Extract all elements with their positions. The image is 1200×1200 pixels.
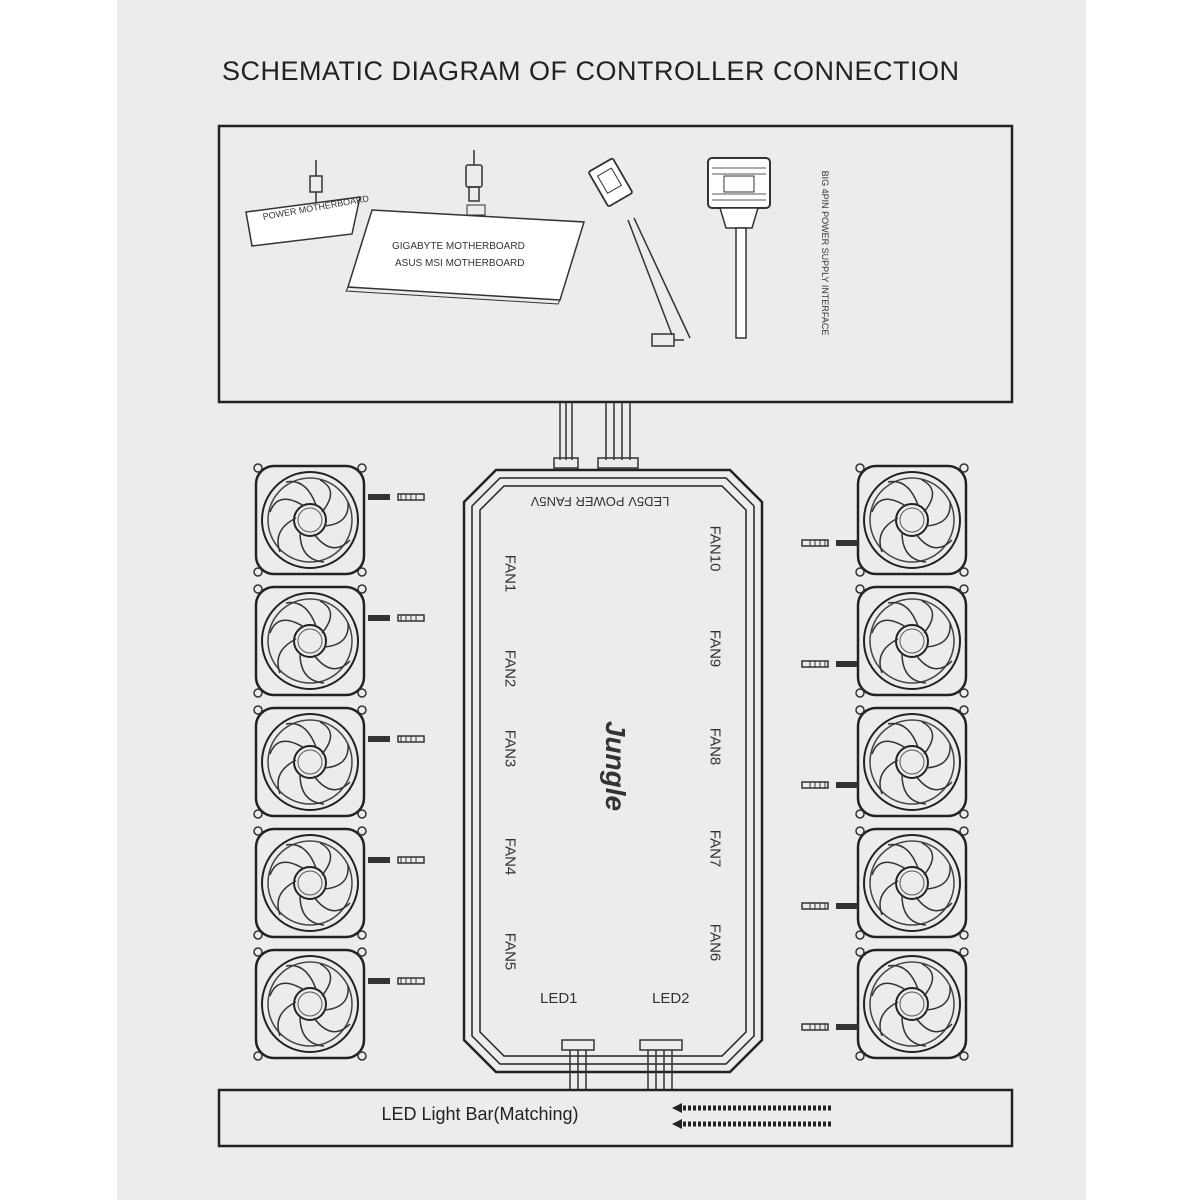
brand-logo: Jungle: [600, 720, 631, 812]
background-panel: [117, 0, 1086, 1200]
fan-port-label-1: FAN1: [501, 554, 519, 593]
fan-6: [801, 946, 970, 1062]
fan-port-label-3: FAN3: [501, 729, 519, 768]
controller-hub: [462, 468, 764, 1074]
fan-port-label-7: FAN7: [706, 829, 724, 868]
fan-10: [801, 462, 970, 578]
asus-msi-motherboard-label: ASUS MSI MOTHERBOARD: [395, 258, 525, 269]
fan-2: [252, 583, 425, 699]
fan-port-label-8: FAN8: [706, 727, 724, 766]
led-bar-box: [217, 1088, 1014, 1148]
fan-port-label-4: FAN4: [501, 837, 519, 876]
fan-port-label-10: FAN10: [706, 525, 724, 572]
sata-cable: [588, 157, 633, 207]
psu-interface-label: BIG 4PIN POWER SUPPLY INTERFACE: [820, 170, 830, 336]
controller-power-label: LED5V POWER FAN5V: [530, 494, 670, 509]
fan-8: [801, 704, 970, 820]
source-box: [217, 124, 1014, 404]
fan-5: [252, 946, 425, 1062]
power-motherboard: [245, 196, 361, 247]
fan-3: [252, 704, 425, 820]
fan-4: [252, 825, 425, 941]
led-port-label-1: LED1: [540, 990, 578, 1007]
led-cables: [561, 1039, 683, 1090]
fan-1: [252, 462, 425, 578]
led-port-label-2: LED2: [652, 990, 690, 1007]
fan-port-label-5: FAN5: [501, 932, 519, 971]
fan-port-label-9: FAN9: [706, 629, 724, 668]
fan-port-label-2: FAN2: [501, 649, 519, 688]
gigabyte-asus-motherboard: [346, 209, 585, 301]
fan-9: [801, 583, 970, 699]
page-title: SCHEMATIC DIAGRAM OF CONTROLLER CONNECTI…: [222, 56, 960, 86]
fan-port-label-6: FAN6: [706, 923, 724, 962]
led-strips: [672, 1103, 832, 1129]
led-light-bar-label: LED Light Bar(Matching): [381, 1104, 579, 1124]
input-cables: [553, 402, 639, 469]
fan-7: [801, 825, 970, 941]
gigabyte-motherboard-label: GIGABYTE MOTHERBOARD: [392, 241, 525, 252]
